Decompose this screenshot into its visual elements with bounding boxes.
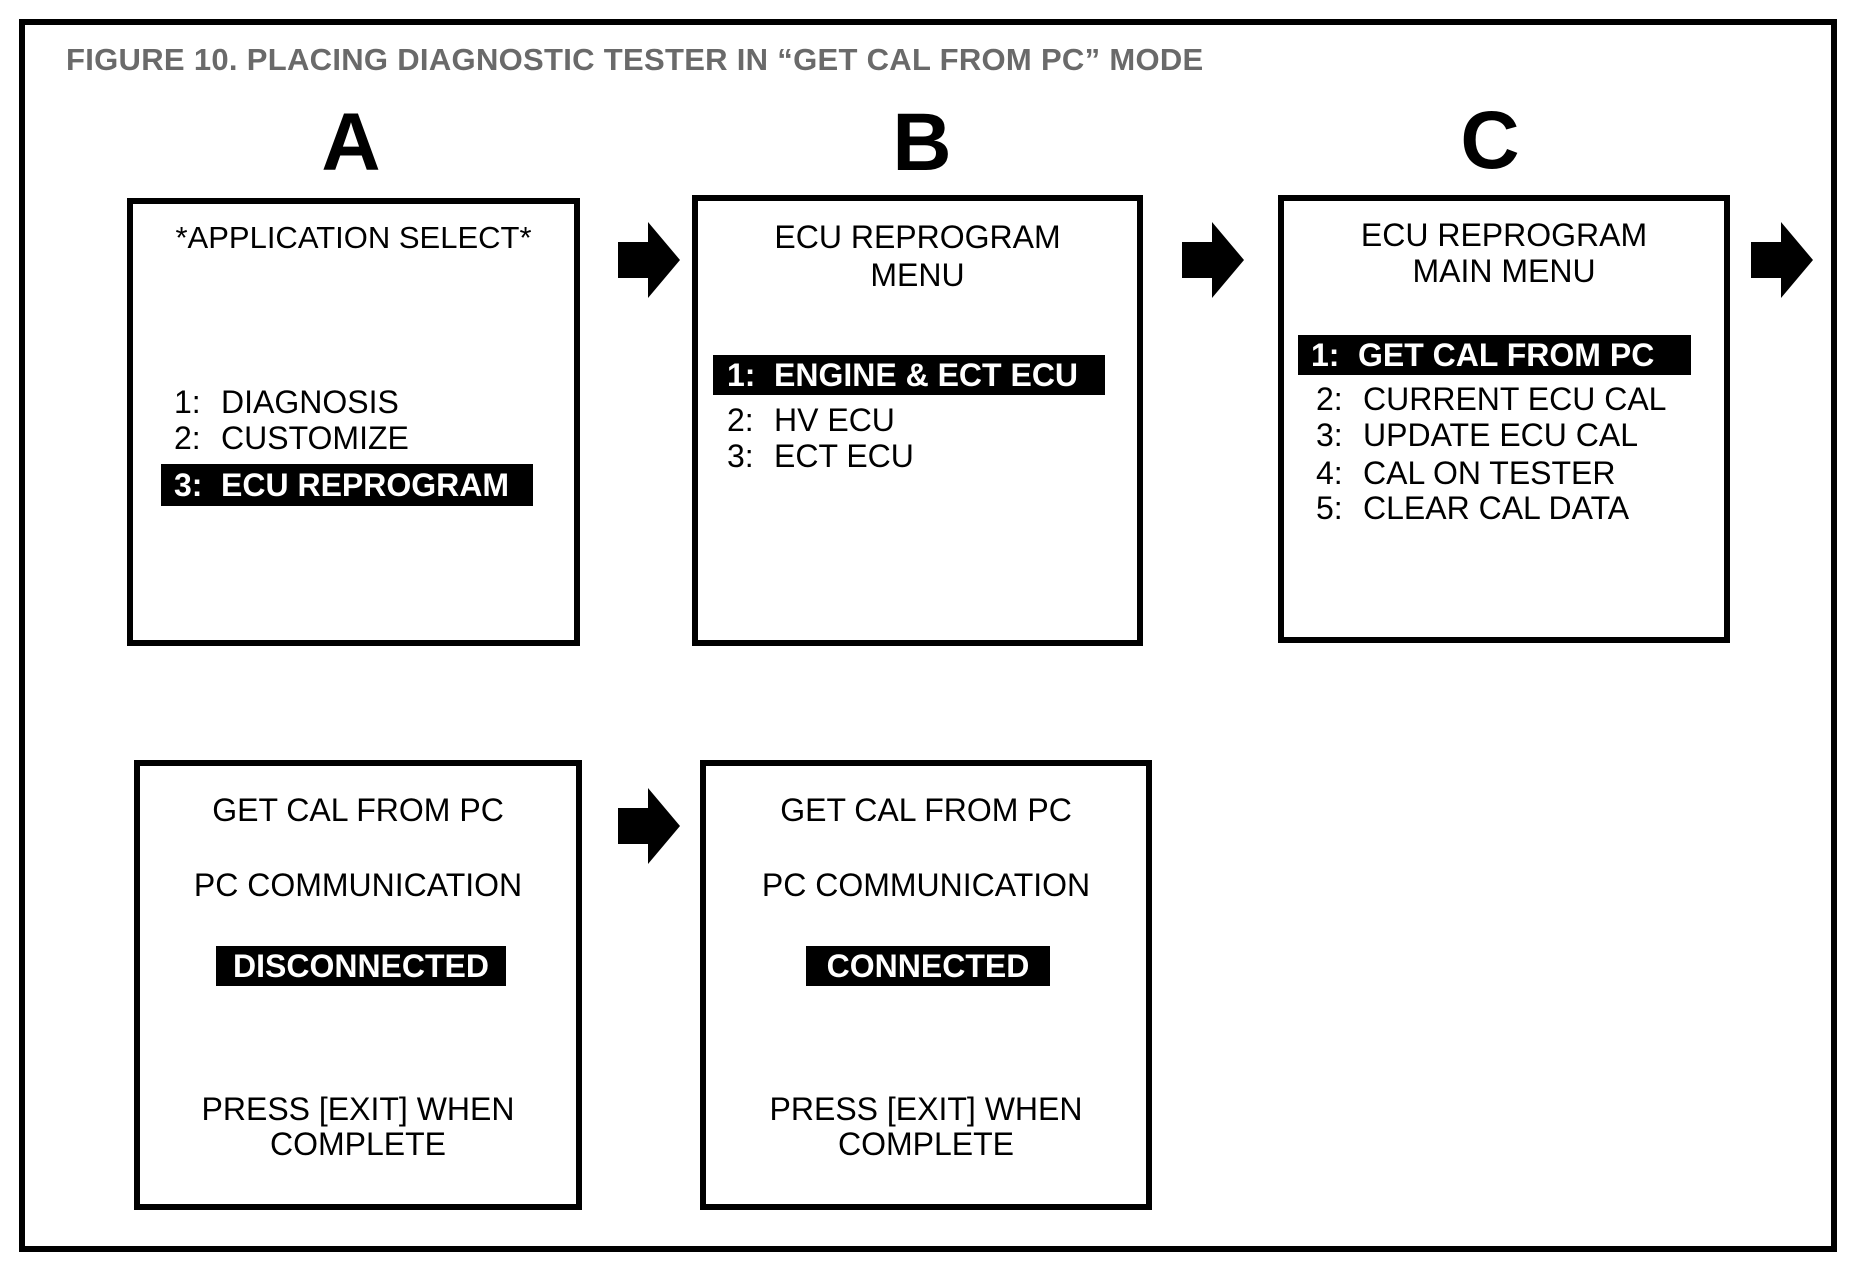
item-number: 1:: [727, 357, 756, 393]
screen-b-ecu-reprogram-menu: ECU REPROGRAM MENU 1: ENGINE & ECT ECU 2:…: [692, 195, 1143, 646]
screen-e-footer-line2: COMPLETE: [837, 1126, 1015, 1162]
item-label: CLEAR CAL DATA: [1363, 490, 1630, 526]
screen-c-item-4: 4: CAL ON TESTER: [1316, 455, 1616, 492]
right-arrow-icon: [618, 222, 680, 298]
screen-c-header-line1: ECU REPROGRAM: [1360, 217, 1648, 253]
screen-c-item-5: 5: CLEAR CAL DATA: [1316, 490, 1629, 527]
screen-b-item-1-highlighted: 1: ENGINE & ECT ECU: [713, 355, 1105, 395]
screen-c-item-2: 2: CURRENT ECU CAL: [1316, 381, 1666, 418]
screen-b-header-line1: ECU REPROGRAM: [774, 219, 1061, 255]
item-number: 1:: [174, 384, 201, 420]
item-label: GET CAL FROM PC: [1358, 337, 1655, 373]
screen-e-subtitle: PC COMMUNICATION: [761, 867, 1091, 903]
step-letter-c: C: [1460, 95, 1520, 186]
figure-title: FIGURE 10. PLACING DIAGNOSTIC TESTER IN …: [66, 42, 1204, 77]
step-letter-a: A: [321, 97, 381, 188]
right-arrow-icon: [1182, 222, 1244, 298]
item-number: 3:: [174, 467, 203, 503]
screen-e-footer-line1: PRESS [EXIT] WHEN: [769, 1091, 1083, 1127]
item-label: DIAGNOSIS: [221, 384, 399, 420]
screen-a-item-1: 1: DIAGNOSIS: [174, 384, 399, 421]
right-arrow-icon: [1751, 222, 1813, 298]
screen-a-header: *APPLICATION SELECT*: [175, 220, 532, 255]
screen-b-item-2: 2: HV ECU: [727, 402, 895, 439]
item-label: CAL ON TESTER: [1363, 455, 1616, 491]
figure-frame: [19, 19, 1837, 1252]
item-number: 5:: [1316, 490, 1343, 526]
item-number: 3:: [727, 438, 754, 474]
screen-a-application-select: *APPLICATION SELECT* 1: DIAGNOSIS 2: CUSTO…: [127, 198, 580, 646]
item-number: 2:: [174, 420, 201, 456]
screen-d-subtitle: PC COMMUNICATION: [193, 867, 523, 903]
screen-d-title: GET CAL FROM PC: [212, 792, 504, 828]
status-badge-connected: CONNECTED: [806, 946, 1050, 986]
screen-c-ecu-reprogram-main-menu: ECU REPROGRAM MAIN MENU 1: GET CAL FROM P…: [1278, 195, 1730, 643]
screen-b-header-line2: MENU: [870, 257, 965, 293]
screen-c-item-1-highlighted: 1: GET CAL FROM PC: [1298, 335, 1691, 375]
screen-d-footer-line2: COMPLETE: [269, 1126, 447, 1162]
screen-c-header-line2: MAIN MENU: [1412, 253, 1596, 289]
item-label: HV ECU: [774, 402, 895, 438]
item-label: CURRENT ECU CAL: [1363, 381, 1667, 417]
screen-d-pc-disconnected: GET CAL FROM PC PC COMMUNICATION DISCONN…: [134, 760, 582, 1210]
item-number: 2:: [1316, 381, 1343, 417]
item-label: UPDATE ECU CAL: [1363, 417, 1639, 453]
item-number: 2:: [727, 402, 754, 438]
right-arrow-icon: [618, 788, 680, 864]
screen-d-footer-line1: PRESS [EXIT] WHEN: [201, 1091, 515, 1127]
screen-a-item-2: 2: CUSTOMIZE: [174, 420, 409, 457]
screen-a-item-3-highlighted: 3: ECU REPROGRAM: [161, 464, 533, 506]
screen-c-item-3: 3: UPDATE ECU CAL: [1316, 417, 1638, 454]
item-label: ECT ECU: [774, 438, 914, 474]
status-badge-disconnected: DISCONNECTED: [216, 946, 506, 986]
item-label: ENGINE & ECT ECU: [774, 357, 1079, 393]
screen-e-pc-connected: GET CAL FROM PC PC COMMUNICATION CONNECT…: [700, 760, 1152, 1210]
item-label: CUSTOMIZE: [221, 420, 409, 456]
screen-e-title: GET CAL FROM PC: [780, 792, 1072, 828]
item-number: 4:: [1316, 455, 1343, 491]
screen-b-item-3: 3: ECT ECU: [727, 438, 914, 475]
item-number: 1:: [1311, 337, 1340, 373]
item-label: ECU REPROGRAM: [221, 467, 510, 503]
step-letter-b: B: [892, 97, 952, 188]
item-number: 3:: [1316, 417, 1343, 453]
